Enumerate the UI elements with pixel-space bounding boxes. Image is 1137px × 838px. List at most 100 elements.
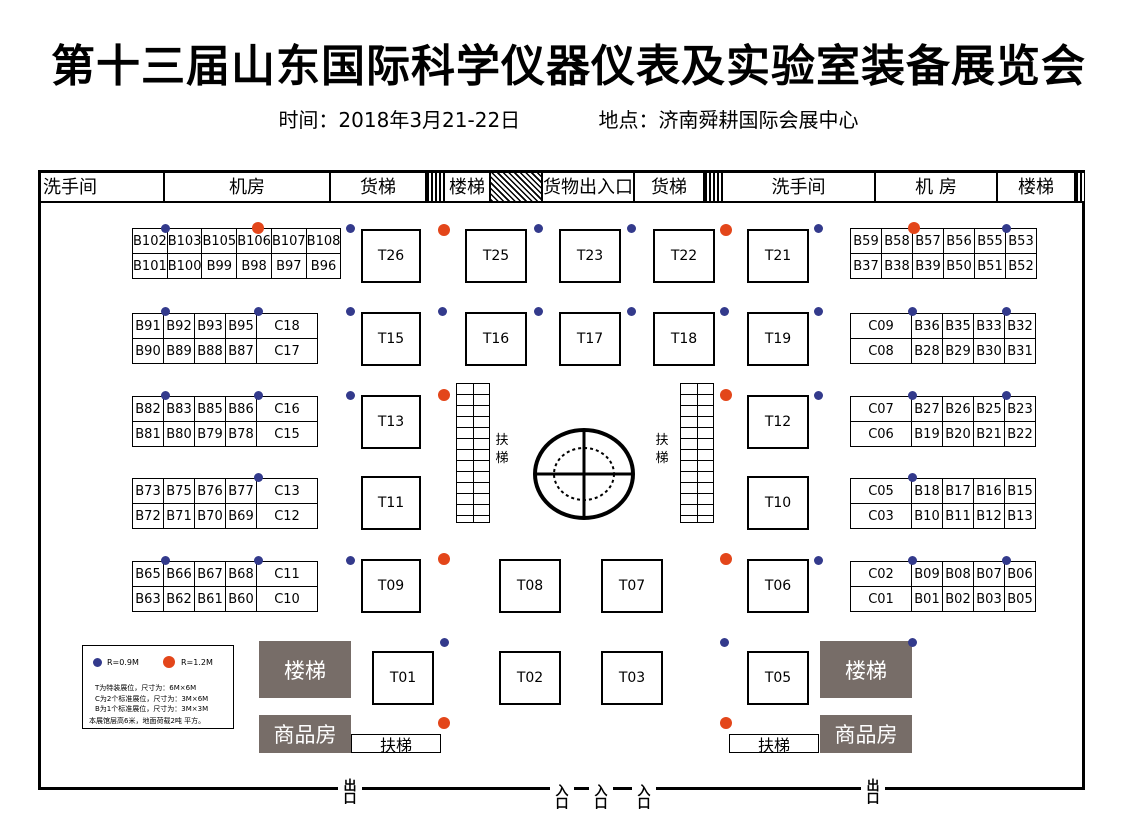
booth-cell[interactable]: B02	[942, 586, 974, 612]
booth-cell[interactable]: B73	[132, 478, 164, 504]
booth-cell[interactable]: B03	[973, 586, 1005, 612]
booth-cell[interactable]: B87	[225, 338, 257, 364]
booth-cell[interactable]: B70	[194, 503, 226, 529]
booth-cell[interactable]: B26	[942, 396, 974, 422]
booth-t17[interactable]: T17	[559, 312, 621, 366]
booth-cell[interactable]: B33	[973, 313, 1005, 339]
booth-cell[interactable]: B105	[201, 228, 238, 254]
booth-cell[interactable]: B89	[163, 338, 195, 364]
booth-cell[interactable]: B50	[943, 253, 975, 279]
booth-t07[interactable]: T07	[601, 559, 663, 613]
booth-cell[interactable]: B23	[1004, 396, 1036, 422]
booth-cell[interactable]: B69	[225, 503, 257, 529]
entrance-2[interactable]: 入口	[594, 784, 608, 812]
booth-cell[interactable]: B82	[132, 396, 164, 422]
booth-cell[interactable]: B101	[132, 253, 168, 279]
entrance-1[interactable]: 入口	[555, 784, 569, 812]
booth-cell[interactable]: B32	[1004, 313, 1036, 339]
booth-cell[interactable]: B30	[973, 338, 1005, 364]
booth-t10[interactable]: T10	[747, 476, 809, 530]
booth-cell[interactable]: B71	[163, 503, 195, 529]
booth-cell[interactable]: B11	[942, 503, 974, 529]
booth-cell[interactable]: C08	[850, 338, 912, 364]
booth-cell[interactable]: B72	[132, 503, 164, 529]
booth-t05[interactable]: T05	[747, 651, 809, 705]
booth-t03[interactable]: T03	[601, 651, 663, 705]
booth-cell[interactable]: B15	[1004, 478, 1036, 504]
booth-cell[interactable]: B99	[201, 253, 238, 279]
booth-cell[interactable]: B16	[973, 478, 1005, 504]
booth-t19[interactable]: T19	[747, 312, 809, 366]
booth-cell[interactable]: B91	[132, 313, 164, 339]
booth-cell[interactable]: B75	[163, 478, 195, 504]
booth-t26[interactable]: T26	[361, 229, 421, 283]
booth-cell[interactable]: B09	[911, 561, 943, 587]
booth-cell[interactable]: C07	[850, 396, 912, 422]
booth-cell[interactable]: C13	[256, 478, 318, 504]
booth-cell[interactable]: B85	[194, 396, 226, 422]
booth-cell[interactable]: B25	[973, 396, 1005, 422]
exit-right[interactable]: 出口	[866, 779, 880, 807]
booth-t11[interactable]: T11	[361, 476, 421, 530]
exit-left[interactable]: 出口	[343, 779, 357, 807]
booth-cell[interactable]: B29	[942, 338, 974, 364]
booth-t12[interactable]: T12	[747, 395, 809, 449]
booth-cell[interactable]: B60	[225, 586, 257, 612]
booth-cell[interactable]: C03	[850, 503, 912, 529]
booth-cell[interactable]: B79	[194, 421, 226, 447]
booth-cell[interactable]: B59	[850, 228, 882, 254]
booth-cell[interactable]: B10	[911, 503, 943, 529]
booth-cell[interactable]: B108	[305, 228, 342, 254]
booth-cell[interactable]: C17	[256, 338, 318, 364]
booth-cell[interactable]: B36	[911, 313, 943, 339]
booth-cell[interactable]: B68	[225, 561, 257, 587]
booth-cell[interactable]: C10	[256, 586, 318, 612]
booth-cell[interactable]: C09	[850, 313, 912, 339]
booth-cell[interactable]: B20	[942, 421, 974, 447]
booth-cell[interactable]: B88	[194, 338, 226, 364]
booth-t13[interactable]: T13	[361, 395, 421, 449]
booth-cell[interactable]: B12	[973, 503, 1005, 529]
booth-cell[interactable]: B35	[942, 313, 974, 339]
booth-cell[interactable]: B53	[1005, 228, 1037, 254]
booth-cell[interactable]: B22	[1004, 421, 1036, 447]
booth-cell[interactable]: C01	[850, 586, 912, 612]
booth-t01[interactable]: T01	[372, 651, 434, 705]
booth-cell[interactable]: B27	[911, 396, 943, 422]
booth-t15[interactable]: T15	[361, 312, 421, 366]
booth-cell[interactable]: B05	[1004, 586, 1036, 612]
booth-cell[interactable]: B66	[163, 561, 195, 587]
booth-cell[interactable]: C12	[256, 503, 318, 529]
booth-cell[interactable]: B13	[1004, 503, 1036, 529]
booth-cell[interactable]: C02	[850, 561, 912, 587]
booth-cell[interactable]: B08	[942, 561, 974, 587]
booth-cell[interactable]: B55	[974, 228, 1006, 254]
booth-cell[interactable]: B18	[911, 478, 943, 504]
booth-cell[interactable]: B97	[270, 253, 307, 279]
entrance-3[interactable]: 入口	[637, 784, 651, 812]
booth-cell[interactable]: B93	[194, 313, 226, 339]
booth-cell[interactable]: B78	[225, 421, 257, 447]
booth-cell[interactable]: C11	[256, 561, 318, 587]
booth-cell[interactable]: B01	[911, 586, 943, 612]
booth-cell[interactable]: B65	[132, 561, 164, 587]
booth-t25[interactable]: T25	[465, 229, 527, 283]
booth-cell[interactable]: B06	[1004, 561, 1036, 587]
booth-t06[interactable]: T06	[747, 559, 809, 613]
booth-cell[interactable]: B07	[973, 561, 1005, 587]
booth-cell[interactable]: B90	[132, 338, 164, 364]
booth-cell[interactable]: B77	[225, 478, 257, 504]
booth-cell[interactable]: B76	[194, 478, 226, 504]
booth-cell[interactable]: B96	[305, 253, 342, 279]
booth-cell[interactable]: B81	[132, 421, 164, 447]
booth-cell[interactable]: C05	[850, 478, 912, 504]
booth-cell[interactable]: B58	[881, 228, 913, 254]
booth-cell[interactable]: B83	[163, 396, 195, 422]
booth-cell[interactable]: B51	[974, 253, 1006, 279]
booth-cell[interactable]: B62	[163, 586, 195, 612]
booth-cell[interactable]: B95	[225, 313, 257, 339]
booth-cell[interactable]: B37	[850, 253, 882, 279]
booth-cell[interactable]: B28	[911, 338, 943, 364]
booth-cell[interactable]: B107	[270, 228, 307, 254]
booth-cell[interactable]: B17	[942, 478, 974, 504]
